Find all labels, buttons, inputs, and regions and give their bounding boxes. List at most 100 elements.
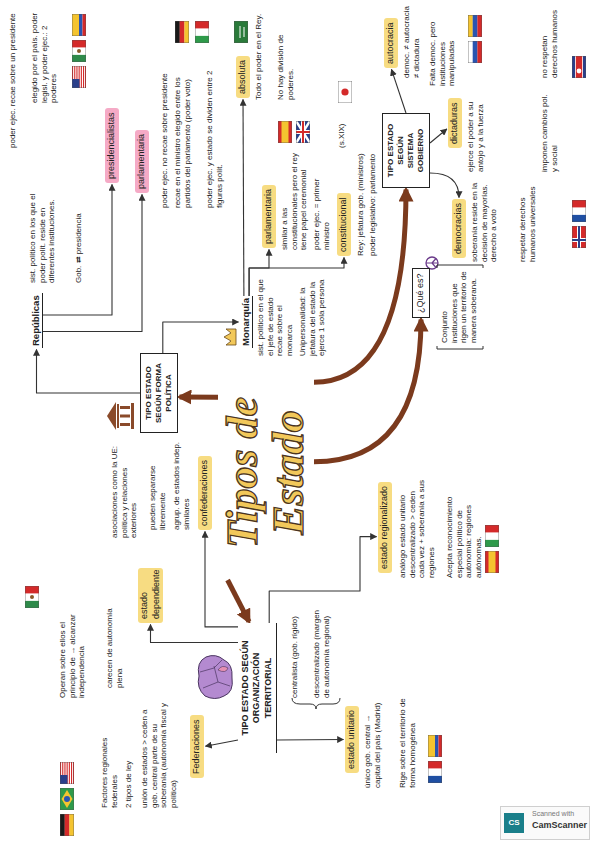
note-text: poder legislativo: parlamento [368,126,378,256]
node-text: ¿Qué es? [415,273,427,313]
title-node: Tipos de Estado [218,365,314,580]
flag-icon [468,41,482,63]
highlight-yellow: democracias [452,199,466,258]
highlight-yellow: autocracia [384,18,398,68]
connector-arrow [163,322,239,353]
flag-icon [468,15,482,37]
note-text: asociaciones como la UE: política y rela… [110,438,139,538]
highlight-yellow: estado dependiente [138,568,163,623]
flag-icon [485,525,499,547]
category-box: TIPO ESTADO SEGÚN SISTEMA GOBIERNO [382,113,430,188]
note-text: No hay división de poderes. [276,8,295,100]
watermark-text: CS [504,813,524,833]
note-text: análogo estado unitario descentralizado … [398,473,436,578]
note-text: respetar derechos humanos universales [518,178,537,262]
note-text: Todo el poder en el Rey. [254,8,264,100]
note-text: imponen cambios pol. y social [540,92,559,172]
main-arrow [179,395,218,400]
node-text: presidencialistas [106,112,118,179]
flag-icon [572,200,586,222]
flag-icon [60,762,74,784]
note-text: poder ejec. recae sobre un presidente [8,8,18,148]
highlight-yellow: dictaduras [448,98,462,148]
note-text: descentralizado (margen de autonomía reg… [312,603,331,698]
node-text: Repúblicas [30,295,42,346]
flags [25,14,586,836]
node-text: Monarquía [240,298,252,346]
highlight-yellow: absoluta [236,56,250,98]
highlight-yellow: estado regionalizado [378,482,392,573]
node-text: TIPO ESTADO SEGÚN ORGANIZACIÓN TERRITORI… [240,626,274,750]
node-text: dictaduras [449,102,461,144]
category-heading: TIPO ESTADO SEGÚN ORGANIZACIÓN TERRITORI… [238,623,277,753]
node-text: estado dependiente [139,572,162,619]
highlight-yellow: constitucional [337,193,351,256]
question-box: ¿Qué es? [412,268,430,318]
connector-arrow [430,173,459,198]
node-text: parlamentaria [263,189,275,244]
note-text: no respetan derechos humanos [540,8,559,78]
highlight-yellow: estado unitario [345,706,359,773]
note-text: centralista (gob. rígido) [290,603,300,698]
connector-arrow [269,537,376,623]
node-text: estado unitario [346,710,358,769]
peace-icon [426,257,438,269]
note-text: (s.XIX) [337,108,347,148]
note-text: recae en el ministro elegido entre los p… [173,58,192,208]
flag-icon [572,226,586,248]
note-text: similar a las constitucionales pero el r… [280,150,309,250]
highlight-pink: presidencialistas [105,108,119,183]
note-text: Rige sobre el territorio de forma homogé… [398,688,417,788]
node-text: Tipos de Estado [220,367,312,578]
node-text: absoluta [237,60,249,94]
highlight-pink: parlamentaria [135,130,149,193]
note-text: pueden separarse libremente [148,440,167,530]
note-text: sist. político en los que el poder polít… [28,183,57,283]
node-text: confederaciones [199,460,211,526]
note-text: democ. ≠ autocracia ≠ dictadura [402,3,421,78]
concept-word: Repúblicas [30,293,43,348]
note-text: Factores regionales federales [100,733,119,808]
definition-brackets [437,265,483,349]
note-text: elegido por el país. poder legisl. y pod… [30,8,59,103]
note-text: Operan sobre ellos el principio de → alc… [58,598,87,698]
flag-icon [572,56,586,78]
note-text: poder ejec. no recae sobre presidente [160,8,170,208]
flag-icon [428,735,442,757]
category-box: TIPO ESTADO SEGÚN FORMA POLÍTICA [140,353,178,433]
connector-arrow [43,195,142,332]
flag-icon [338,81,352,103]
flag-icon [234,21,248,43]
note-text: unión de estados > ceden a gob. central … [140,698,178,808]
map-icon [198,656,232,699]
note-text: Falta democ. pero instituciones manipula… [428,6,457,86]
note-text: soberanía reside en la decisión de mayor… [470,178,499,262]
brace [292,698,340,709]
note-text: agrup. de estados indep. similares [172,440,191,530]
flag-icon [60,788,74,810]
flag-icon [72,66,86,88]
highlight-yellow: confederaciones [198,456,212,530]
note-text: poder ejec. = primer ministro [312,150,331,250]
flag-icon [72,14,86,36]
node-text: parlamentaria [136,134,148,189]
note-text: sist. político en el que el jefe de esta… [256,276,294,356]
node-text: autocracia [385,22,397,64]
flag-icon [60,814,74,836]
connector-arrow [430,129,447,143]
note-text: Unipersonalidad: la jefatura del estado … [298,276,327,356]
note-text: Gob. ⇄ presidencia [74,183,84,283]
node-text: democracias [453,203,465,254]
note-text: ejerce el poder a su antojo y a la fuerz… [466,84,485,172]
flag-icon [72,40,86,62]
flag-icon [428,761,442,783]
connector-arrow [205,740,238,746]
node-text: estado regionalizado [379,486,391,569]
note-text: 2 tipos de ley [124,728,134,808]
note-text: único gob. central → capital del país (M… [363,693,382,788]
note-text: poder ejec. y estado se dividen entre 2 … [205,58,224,208]
highlight-yellow: Federaciones [190,715,204,778]
flag-icon [175,21,189,43]
